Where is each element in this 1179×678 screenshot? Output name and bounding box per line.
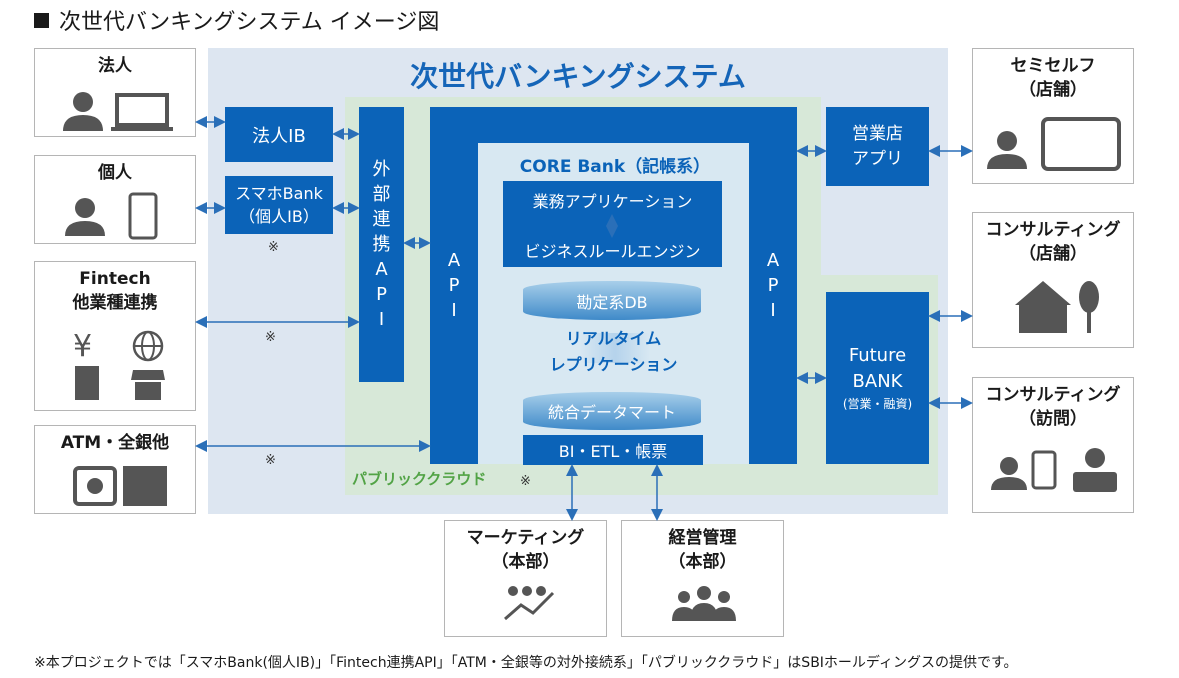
marketing-sub-label: （本部） xyxy=(491,552,560,572)
fintech-sub-label: 他業種連携 xyxy=(72,293,158,313)
note-mark-atm: ※ xyxy=(265,453,276,468)
page-heading-text: 次世代バンキングシステム イメージ図 xyxy=(59,10,440,35)
external-api-char: 連 xyxy=(372,209,391,230)
public-cloud-label: パブリッククラウド xyxy=(352,470,487,488)
person-smartphone-icon xyxy=(65,192,158,240)
corporate-client-label: 法人 xyxy=(98,56,132,76)
api-left-box: A P I xyxy=(430,107,478,464)
api-char: A xyxy=(447,250,461,271)
smart-bank-sub-label: （個人IB） xyxy=(239,207,319,226)
businessman-laptop-icon xyxy=(63,92,173,131)
consulting-store-label: コンサルティング xyxy=(985,220,1121,240)
people-growth-icon xyxy=(504,586,555,621)
svg-text:¥: ¥ xyxy=(73,329,92,364)
note-mark-cloud: ※ xyxy=(520,474,531,489)
note-mark-smart-bank: ※ xyxy=(268,240,279,255)
business-app-label: 業務アプリケーション xyxy=(532,192,693,211)
external-api-char: 携 xyxy=(372,234,391,255)
page-heading: 次世代バンキングシステム イメージ図 xyxy=(34,4,439,36)
smart-bank-box: スマホBank （個人IB） xyxy=(225,176,333,234)
laptop-code-icon xyxy=(1073,472,1117,492)
marketing-label: マーケティング xyxy=(466,528,585,548)
visit-consulting-icons xyxy=(991,448,1117,492)
individual-client-label: 個人 xyxy=(98,163,132,183)
management-box: 経営管理 （本部） xyxy=(621,520,784,637)
fintech-label: Fintech xyxy=(79,269,151,289)
branch-app-sub-label: アプリ xyxy=(852,148,903,169)
fintech-icons: ¥ xyxy=(73,329,165,400)
accounting-db-cylinder: 勘定系DB xyxy=(523,281,701,320)
consulting-visit-box: コンサルティング （訪問） xyxy=(972,377,1134,513)
management-sub-label: （本部） xyxy=(668,552,737,572)
replication-label-2: レプリケーション xyxy=(549,355,678,374)
branch-app-label: 営業店 xyxy=(852,123,903,144)
external-api-char: I xyxy=(378,309,385,330)
note-mark-fintech: ※ xyxy=(265,330,276,345)
consulting-store-sub-label: （店舗） xyxy=(1019,244,1087,264)
external-api-char: 部 xyxy=(372,184,391,205)
globe-icon xyxy=(132,330,164,362)
atm-icon xyxy=(73,466,117,506)
api-char: I xyxy=(451,300,457,321)
smart-bank-label: スマホBank xyxy=(235,184,323,203)
footnote: ※本プロジェクトでは「スマホBank(個人IB)」「Fintech連携API」「… xyxy=(34,655,1018,671)
atm-label: ATM・全銀他 xyxy=(60,433,170,453)
api-char: A xyxy=(766,250,780,271)
rule-engine-label: ビジネスルールエンジン xyxy=(524,242,701,261)
semi-self-box: セミセルフ （店舗） xyxy=(972,48,1134,184)
semi-self-sub-label: （店舗） xyxy=(1019,80,1087,100)
consulting-store-box: コンサルティング （店舗） xyxy=(972,212,1134,348)
corporate-client-box: 法人 xyxy=(34,48,196,137)
future-bank-label-2: BANK xyxy=(852,371,903,392)
future-bank-sub-label: (営業・融資) xyxy=(842,397,913,411)
core-bank-title: CORE Bank（記帳系） xyxy=(519,157,711,177)
building-icon xyxy=(75,366,99,400)
corporate-ib-box: 法人IB xyxy=(225,107,333,162)
consulting-visit-sub-label: （訪問） xyxy=(1019,409,1087,429)
bi-etl-box: BI・ETL・帳票 xyxy=(523,435,703,465)
management-label: 経営管理 xyxy=(668,528,737,548)
square-bullet-icon xyxy=(34,13,49,28)
semi-self-label: セミセルフ xyxy=(1010,56,1096,76)
bank-building-icon xyxy=(123,466,167,506)
atm-bank-icons xyxy=(73,466,167,506)
external-api-char: P xyxy=(376,284,387,305)
external-api-box: 外 部 連 携 A P I xyxy=(359,107,404,382)
data-mart-cylinder: 統合データマート xyxy=(523,392,701,430)
external-api-char: A xyxy=(375,259,388,280)
future-bank-label: Future xyxy=(848,345,907,366)
api-right-box: A P I xyxy=(749,107,797,464)
house-tree-icon xyxy=(1015,281,1099,333)
replication-wave-icon xyxy=(580,333,650,363)
consulting-visit-label: コンサルティング xyxy=(985,385,1121,405)
api-char: I xyxy=(770,300,776,321)
api-char: P xyxy=(448,275,460,296)
shop-icon xyxy=(131,370,165,400)
future-bank-box: Future BANK (営業・融資) xyxy=(826,292,929,464)
marketing-box: マーケティング （本部） xyxy=(444,520,607,637)
system-title: 次世代バンキングシステム xyxy=(410,60,746,93)
atm-box: ATM・全銀他 xyxy=(34,425,196,514)
api-char: P xyxy=(767,275,779,296)
fintech-box: Fintech 他業種連携 ¥ xyxy=(34,261,196,411)
meeting-people-icon xyxy=(672,586,736,621)
branch-app-box: 営業店 アプリ xyxy=(826,107,929,186)
external-api-char: 外 xyxy=(372,159,391,180)
person-tablet-icon xyxy=(987,117,1121,171)
individual-client-box: 個人 xyxy=(34,155,196,244)
replication-label-1: リアルタイム xyxy=(565,329,662,348)
